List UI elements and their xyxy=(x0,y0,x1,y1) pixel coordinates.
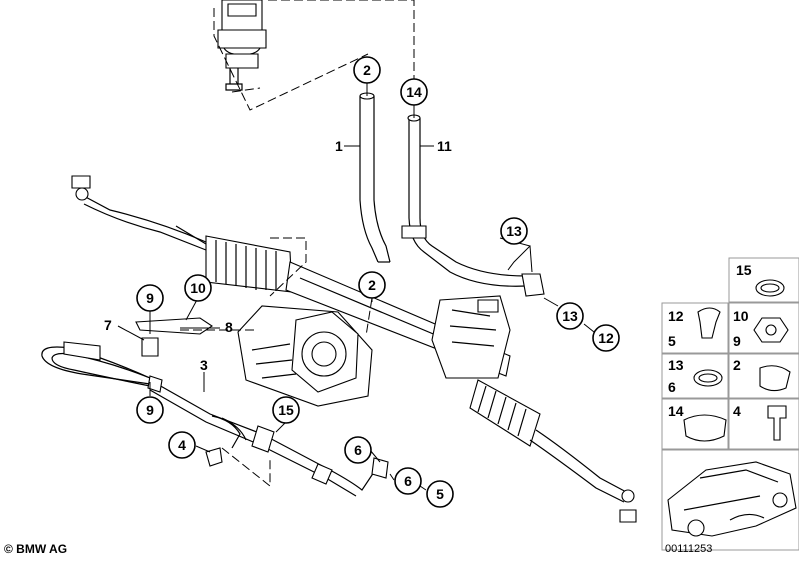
leader-lines xyxy=(117,82,595,491)
callout-4[interactable]: 4 xyxy=(168,431,196,459)
legend-6: 6 xyxy=(668,379,676,395)
svg-text:6: 6 xyxy=(354,442,362,458)
parts-legend: 15 12 5 10 9 13 6 2 14 4 xyxy=(661,257,799,551)
label-3: 3 xyxy=(200,357,208,373)
svg-text:9: 9 xyxy=(146,290,154,306)
return-hose-1 xyxy=(359,92,391,263)
legend-5: 5 xyxy=(668,333,676,349)
svg-text:14: 14 xyxy=(406,84,422,100)
callout-9-top[interactable]: 9 xyxy=(136,284,164,312)
callout-9-bottom[interactable]: 9 xyxy=(136,396,164,424)
svg-text:10: 10 xyxy=(190,280,206,296)
copyright-notice: © BMW AG xyxy=(4,542,67,556)
svg-text:6: 6 xyxy=(404,473,412,489)
label-7: 7 xyxy=(104,317,112,333)
callout-14-top[interactable]: 14 xyxy=(400,78,428,106)
legend-12: 12 xyxy=(668,308,684,324)
svg-text:2: 2 xyxy=(363,62,371,78)
steering-rack xyxy=(71,175,637,523)
callout-2-top[interactable]: 2 xyxy=(353,56,381,84)
svg-text:13: 13 xyxy=(506,223,522,239)
svg-text:4: 4 xyxy=(178,437,186,453)
callout-6-b[interactable]: 6 xyxy=(394,467,422,495)
callout-12-mid[interactable]: 12 xyxy=(592,324,620,352)
legend-14: 14 xyxy=(668,403,684,419)
bolt-icon xyxy=(767,405,787,441)
callout-2-mid[interactable]: 2 xyxy=(358,271,386,299)
svg-text:5: 5 xyxy=(436,486,444,502)
legend-15: 15 xyxy=(736,262,752,278)
label-11: 11 xyxy=(437,138,452,154)
callout-10[interactable]: 10 xyxy=(184,274,212,302)
svg-text:9: 9 xyxy=(146,402,154,418)
callout-15-mid[interactable]: 15 xyxy=(272,396,300,424)
legend-2: 2 xyxy=(733,357,741,373)
legend-9: 9 xyxy=(733,333,741,349)
callout-13-right[interactable]: 13 xyxy=(500,217,528,245)
svg-text:15: 15 xyxy=(278,402,294,418)
band-clamp-icon xyxy=(683,414,727,442)
label-8: 8 xyxy=(225,319,233,335)
label-1: 1 xyxy=(335,138,343,154)
callout-13-mid[interactable]: 13 xyxy=(556,302,584,330)
svg-text:12: 12 xyxy=(598,330,614,346)
pressure-line-3 xyxy=(41,341,389,497)
legend-10: 10 xyxy=(733,308,749,324)
hose-clamp-icon xyxy=(759,365,791,392)
callout-5[interactable]: 5 xyxy=(426,480,454,508)
ref-line-reservoir xyxy=(213,8,369,111)
banjo-bolt-icon xyxy=(697,307,721,339)
fluid-reservoir xyxy=(217,0,267,91)
legend-13: 13 xyxy=(668,357,684,373)
bracket xyxy=(135,317,213,335)
svg-text:13: 13 xyxy=(562,308,578,324)
diagram-number: 00111253 xyxy=(665,543,712,555)
return-hose-11 xyxy=(401,114,545,297)
legend-4: 4 xyxy=(733,403,741,419)
svg-text:2: 2 xyxy=(368,277,376,293)
callout-6-a[interactable]: 6 xyxy=(344,436,372,464)
